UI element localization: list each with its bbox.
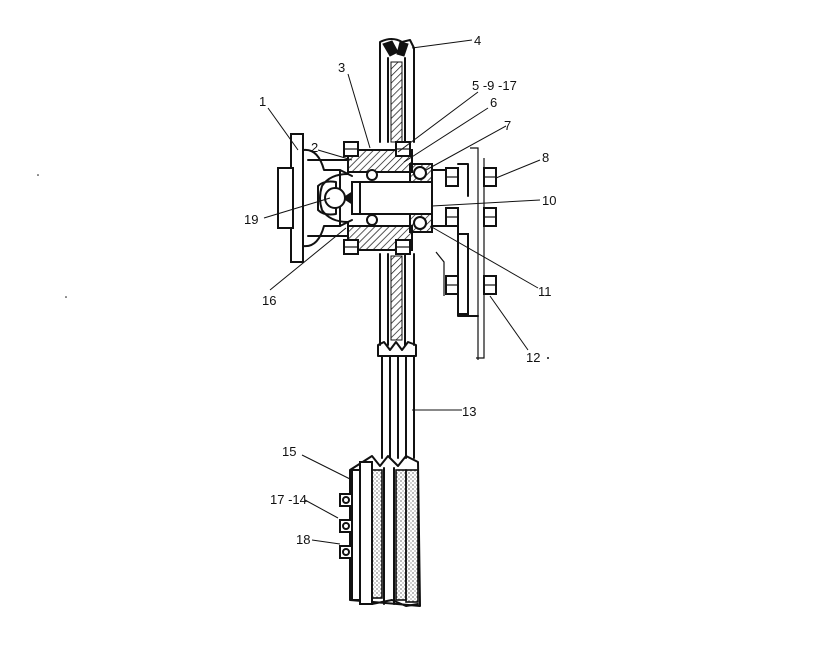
callout-4: 4 [474,33,481,48]
hub-assembly [339,141,433,255]
callout-18: 18 [296,532,310,547]
callout-16: 16 [262,293,276,308]
callout-17-14: 17 -14 [270,492,307,507]
callouts: 1 2 3 4 5 -9 -17 6 7 8 10 11 12 13 15 16… [244,33,556,547]
callout-5-9-17: 5 -9 -17 [472,78,517,93]
callout-15: 15 [282,444,296,459]
callout-19: 19 [244,212,258,227]
tensioner-plate [431,147,497,360]
callout-2: 2 [311,140,318,155]
callout-3: 3 [338,60,345,75]
callout-7: 7 [504,118,511,133]
callout-13: 13 [462,404,476,419]
callout-8: 8 [542,150,549,165]
callout-10: 10 [542,193,556,208]
lower-pulley [339,455,421,607]
upper-pulley [377,38,417,357]
callout-6: 6 [490,95,497,110]
leader-lines [263,39,541,545]
v-belts [381,355,415,459]
callout-11: 11 [538,284,552,299]
scan-specks [37,174,549,359]
callout-1: 1 [259,94,266,109]
callout-12: 12 [526,350,540,365]
